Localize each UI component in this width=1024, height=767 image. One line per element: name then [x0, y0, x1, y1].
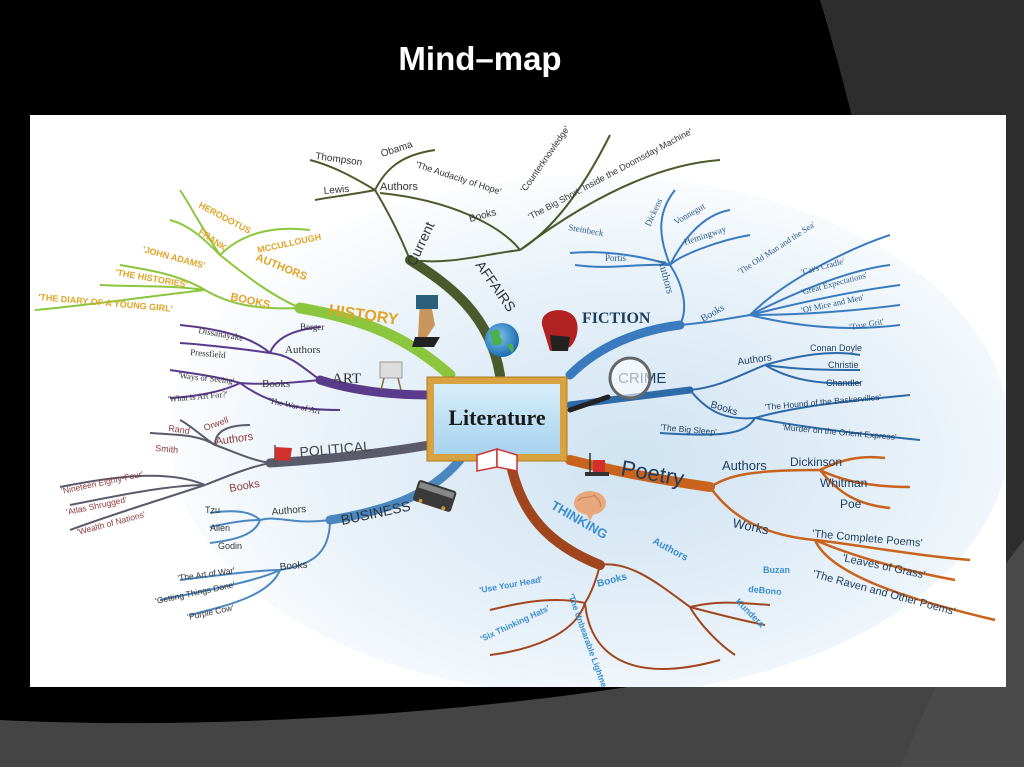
globe-icon — [485, 323, 519, 357]
branch-poetry — [708, 455, 996, 622]
branch-fiction — [569, 189, 901, 329]
author-item: Godin — [218, 541, 242, 551]
business-books-label: Books — [279, 560, 308, 573]
book-item: 'THE DIARY OF A YOUNG GIRL' — [38, 292, 173, 314]
book-icon — [476, 447, 518, 472]
branch-thinking — [489, 563, 771, 670]
branch-history — [34, 189, 311, 311]
book-item: 'Nineteen Eighty-Four' — [60, 469, 144, 496]
center-node: Literature — [426, 376, 568, 462]
business-authors-label: Authors — [271, 504, 306, 518]
author-item: Buzan — [763, 565, 790, 575]
author-item: Rand — [168, 423, 191, 436]
art-authors-label: Authors — [285, 344, 320, 356]
crime-authors-label: Authors — [737, 352, 773, 368]
red-hat-icon — [541, 310, 578, 351]
inkwell-icon — [585, 453, 609, 476]
book-item: 'Purple Cow' — [186, 602, 235, 622]
red-flag-icon — [274, 445, 292, 467]
author-item: Tzu — [205, 505, 220, 515]
mind-map-diagram: Current AFFAIRS Authors Thompson Obama L… — [34, 124, 1006, 687]
magnifying-glass-icon — [567, 356, 652, 413]
trunk-business — [325, 455, 465, 525]
political-books-label: Books — [228, 478, 261, 495]
trunk-thinking — [505, 455, 605, 570]
author-item: deBono — [748, 584, 783, 597]
branch-crime — [659, 352, 921, 441]
author-item: Christie — [828, 360, 859, 370]
trunk-art — [315, 375, 435, 400]
book-item: 'JOHN ADAMS' — [141, 244, 206, 270]
author-item: Chandler — [826, 378, 863, 388]
brain-icon — [574, 491, 606, 521]
slide-title: Mind–map — [398, 40, 562, 77]
trunk-fiction — [565, 320, 685, 380]
fiction-label: FICTION — [582, 310, 651, 327]
trunk-poetry — [565, 455, 715, 492]
political-authors-label: Authors — [215, 431, 255, 448]
author-item: Poe — [840, 497, 862, 511]
mind-map-image: Current AFFAIRS Authors Thompson Obama L… — [30, 115, 1006, 687]
author-item: Portis — [605, 253, 627, 263]
author-item: Whitman — [820, 476, 867, 490]
branch-business — [159, 510, 331, 616]
trunk-lines — [265, 255, 715, 570]
political-label: POLITICAL — [299, 438, 372, 460]
book-item: 'The Big Sleep' — [660, 422, 718, 437]
easel-icon — [379, 361, 403, 391]
author-item: Allen — [210, 523, 230, 533]
trunk-political — [265, 440, 435, 468]
background-swoosh-bottom — [0, 620, 1024, 767]
nefertiti-bust-icon — [412, 295, 440, 347]
art-books-label: Books — [262, 378, 290, 390]
art-label: ART — [332, 371, 361, 387]
book-item: 'Getting Things Done' — [154, 579, 236, 606]
author-item: Dickinson — [790, 455, 842, 469]
briefcase-icon — [413, 480, 457, 512]
branch-art — [169, 324, 341, 411]
author-item: Smith — [155, 443, 179, 455]
author-item: Thompson — [315, 151, 363, 168]
trunk-history — [294, 302, 456, 381]
poetry-authors-label: Authors — [722, 458, 767, 473]
author-item: Conan Doyle — [810, 343, 862, 353]
author-item: Lewis — [323, 184, 349, 197]
author-item: Berger — [300, 322, 324, 332]
author-item: Pressfield — [190, 347, 227, 360]
current-affairs-authors-label: Authors — [380, 181, 418, 193]
branch-political — [59, 419, 271, 531]
branch-current-affairs — [309, 134, 721, 263]
center-label: Literature — [448, 405, 546, 430]
